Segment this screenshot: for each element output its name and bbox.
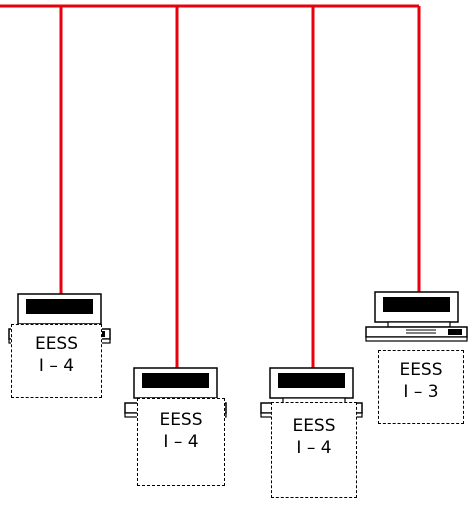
terminal-label-2: EESS I – 4 [137, 398, 225, 486]
computer-4-icon [365, 291, 468, 342]
terminal-label-1-line1: EESS [34, 334, 79, 354]
terminal-label-3-line1: EESS [292, 416, 336, 436]
terminal-label-4-line1: EESS [399, 360, 443, 380]
terminal-label-4: EESS I – 3 [378, 350, 464, 424]
terminal-label-1: EESS I – 4 [11, 324, 102, 398]
terminal-label-3-line2: I – 4 [296, 438, 332, 458]
terminal-label-3: EESS I – 4 [271, 402, 357, 498]
network-bus [0, 4, 421, 370]
terminal-label-4-line2: I – 3 [403, 382, 439, 402]
terminal-label-2-line2: I – 4 [163, 432, 199, 452]
terminal-label-1-line2: I – 4 [38, 356, 75, 376]
terminal-label-2-line1: EESS [159, 410, 203, 430]
